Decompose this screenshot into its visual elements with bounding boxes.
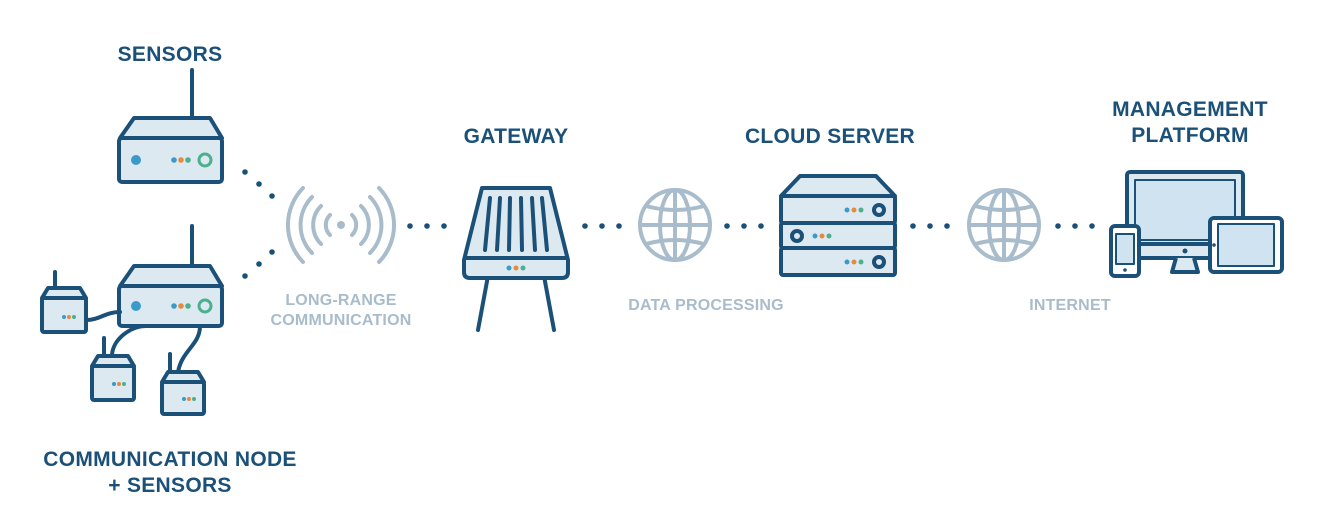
connector-dots — [724, 223, 764, 229]
cloud-server-icon — [779, 174, 897, 277]
connector-dots — [1055, 223, 1095, 229]
label-management-platform: MANAGEMENT PLATFORM — [1090, 97, 1290, 149]
connector-dots — [407, 223, 447, 229]
label-node-line2: + SENSORS — [108, 474, 232, 497]
label-mgmt-line1: MANAGEMENT — [1112, 98, 1268, 121]
link-data-processing: DATA PROCESSING — [596, 296, 816, 316]
gateway-icon — [462, 186, 570, 332]
sensor-device-icon — [117, 68, 224, 184]
link-internet-text: INTERNET — [1029, 297, 1111, 314]
link-internet: INTERNET — [1000, 296, 1140, 316]
tablet-icon — [1208, 216, 1284, 274]
label-sensors: SENSORS — [80, 42, 260, 68]
globe-icon — [638, 188, 712, 262]
link-long-range: LONG-RANGE COMMUNICATION — [266, 291, 416, 331]
label-cloud-text: CLOUD SERVER — [744, 125, 916, 148]
communication-node-icon — [117, 224, 224, 328]
label-communication-node: COMMUNICATION NODE + SENSORS — [10, 447, 330, 499]
label-mgmt-line2: PLATFORM — [1131, 124, 1249, 147]
link-data-processing-text: DATA PROCESSING — [628, 297, 784, 314]
label-gateway: GATEWAY — [436, 124, 596, 150]
small-sensor-icon — [160, 352, 206, 416]
label-cloud-server: CLOUD SERVER — [720, 124, 940, 150]
link-long-range-line1: LONG-RANGE — [285, 292, 397, 309]
connector-dots — [910, 223, 950, 229]
cable-lines — [84, 310, 202, 374]
wireless-signal-icon — [285, 186, 397, 264]
small-sensor-icon — [90, 336, 136, 402]
connector-dots — [242, 169, 275, 279]
globe-icon — [967, 188, 1041, 262]
label-node-line1: COMMUNICATION NODE — [43, 448, 297, 471]
label-sensors-text: SENSORS — [117, 43, 223, 66]
phone-icon — [1109, 224, 1141, 278]
link-long-range-line2: COMMUNICATION — [270, 312, 412, 329]
small-sensor-icon — [40, 270, 88, 334]
label-gateway-text: GATEWAY — [463, 125, 569, 148]
connector-dots — [582, 223, 622, 229]
